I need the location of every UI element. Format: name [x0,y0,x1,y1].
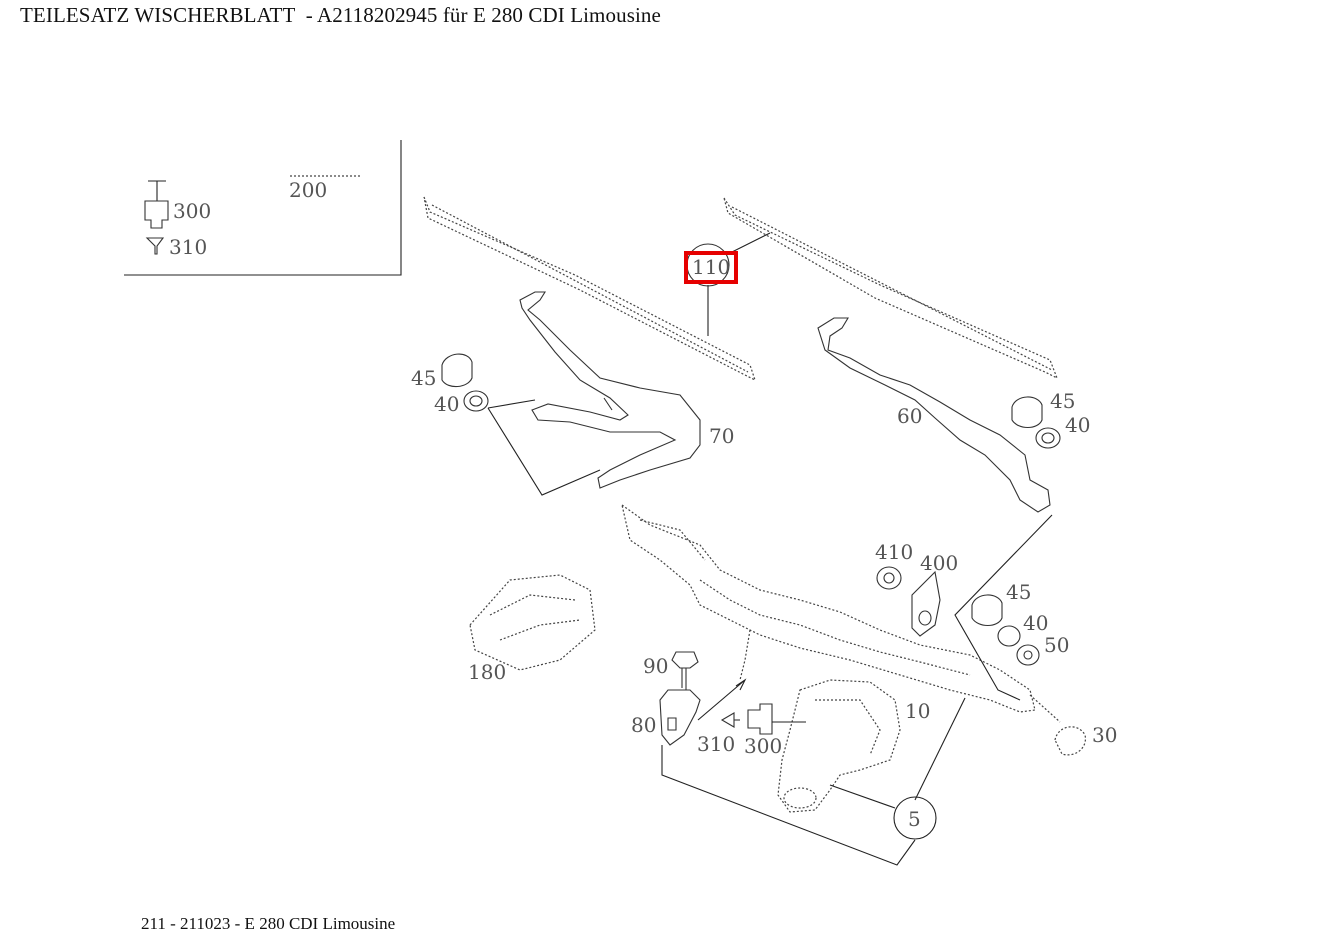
clip-310-icon [145,237,165,255]
bolt-30 [1054,726,1087,756]
callout-310[interactable]: 310 [697,732,735,756]
callout-80[interactable]: 80 [631,713,656,737]
callout-30[interactable]: 30 [1092,723,1117,747]
leader-lines [487,232,1053,866]
wiper-blade-right [723,197,1059,380]
wiper-motor [777,679,901,813]
seal-400 [911,570,941,637]
inset-label-300: 300 [173,199,211,223]
bracket-80 [659,689,701,746]
clip-300-lower [747,703,773,735]
arrow-head [735,678,747,691]
callout-180[interactable]: 180 [468,660,506,684]
callout-400[interactable]: 400 [920,551,958,575]
assembly-arrow [697,679,746,721]
callout-300[interactable]: 300 [744,734,782,758]
callout-45-left[interactable]: 45 [411,366,436,390]
cap-45-left [441,353,473,388]
callout-40-right[interactable]: 40 [1065,413,1090,437]
callout-70[interactable]: 70 [709,424,734,448]
wiper-arm-right [817,317,1051,513]
wiper-blade-left [423,196,757,382]
callout-90[interactable]: 90 [643,654,668,678]
wiper-arm-left [519,291,701,489]
sleeve-410 [876,566,902,590]
callout-10[interactable]: 10 [905,699,930,723]
callout-410[interactable]: 410 [875,540,913,564]
callout-50[interactable]: 50 [1044,633,1069,657]
bolt-90 [671,651,699,690]
bolt-30-axis [1029,694,1061,723]
inset-box: 200 300 310 [124,140,402,276]
cap-45-lower [971,594,1003,627]
clip-300-icon [144,200,169,229]
nut-40-left [463,390,489,412]
page-title: TEILESATZ WISCHERBLATT - A2118202945 für… [20,3,661,27]
callout-110[interactable]: 110 [692,255,730,279]
callout-5-circle [893,796,937,840]
wiper-linkage [621,503,1036,713]
cap-45-right [1011,396,1043,429]
callout-labels: 110 45 40 70 60 45 40 410 400 45 40 50 1… [411,255,1117,831]
callout-60[interactable]: 60 [897,404,922,428]
page-footer: 211 - 211023 - E 280 CDI Limousine [141,914,396,933]
inset-label-200: 200 [289,178,327,202]
callout-45-right[interactable]: 45 [1050,389,1075,413]
washer-50 [1016,644,1040,666]
inset-label-310: 310 [169,235,207,259]
clip-310-lower [720,712,740,728]
selected-part-highlight [684,251,738,284]
callout-45-lower[interactable]: 45 [1006,580,1031,604]
nut-40-right [1035,427,1061,449]
callout-40-left[interactable]: 40 [434,392,459,416]
nut-40-lower [997,625,1021,647]
callout-5[interactable]: 5 [908,807,921,831]
bracket-180 [469,574,596,671]
callout-40-lower[interactable]: 40 [1023,611,1048,635]
